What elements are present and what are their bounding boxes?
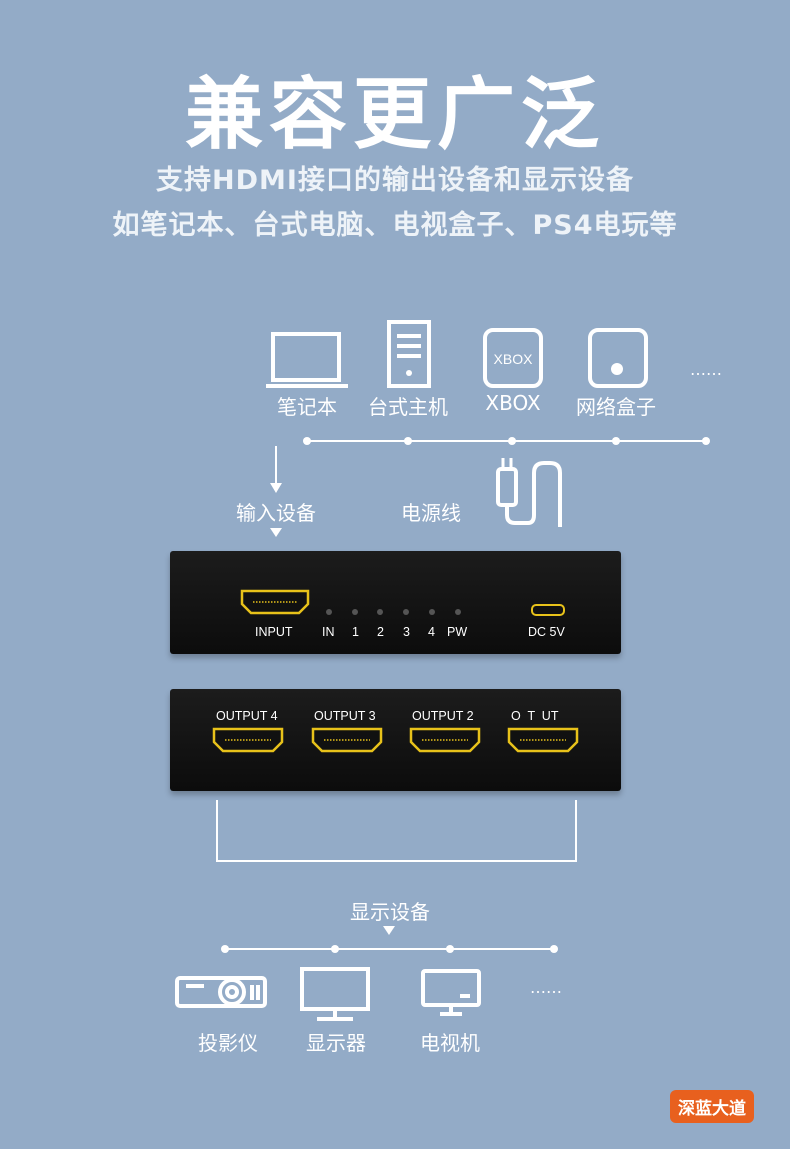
output-label-2: OUTPUT 2 [412, 709, 474, 723]
brand-badge: 深蓝大道 [670, 1090, 754, 1123]
led-indicator [352, 609, 358, 615]
hdmi-output-port-2[interactable] [408, 726, 482, 754]
led-indicator [429, 609, 435, 615]
input-label: 输入设备 [236, 501, 316, 525]
desktop-tower-icon [387, 320, 431, 388]
led-label-4: 4 [428, 625, 435, 639]
tv-icon [421, 969, 481, 1016]
hdmi-input-port[interactable] [239, 588, 311, 616]
down-triangle-icon [270, 528, 282, 537]
input-device-label-netbox: 网络盒子 [576, 395, 656, 419]
display-label: 显示设备 [350, 900, 430, 924]
connector-dot [612, 437, 620, 445]
input-device-label-desktop: 台式主机 [368, 395, 448, 419]
output-label-3: OUTPUT 3 [314, 709, 376, 723]
led-label-2: 2 [377, 625, 384, 639]
led-label-3: 3 [403, 625, 410, 639]
connector-dot [331, 945, 339, 953]
down-arrow-icon [270, 446, 282, 493]
input-connector-line [307, 440, 707, 442]
connector-dot [446, 945, 454, 953]
connector-dot [508, 437, 516, 445]
down-triangle-icon [383, 926, 395, 935]
output-label-1: O T UT [511, 709, 559, 723]
led-label-1: 1 [352, 625, 359, 639]
xbox-icon-text: XBOX [494, 351, 534, 367]
monitor-icon [300, 967, 370, 1021]
led-indicator [377, 609, 383, 615]
hdmi-output-port-1[interactable] [506, 726, 580, 754]
connector-dot [702, 437, 710, 445]
display-device-label-tv: 电视机 [420, 1031, 480, 1055]
hdmi-output-port-3[interactable] [310, 726, 384, 754]
dc-port[interactable] [530, 603, 566, 617]
input-ellipsis: …… [690, 360, 722, 379]
page-title: 兼容更广泛 [184, 70, 605, 160]
display-connector-line [225, 948, 555, 950]
xbox-icon: XBOX [483, 328, 543, 388]
subtitle-line1: 支持HDMI接口的输出设备和显示设备 [156, 165, 634, 196]
power-cable-icon [496, 458, 562, 527]
output-bracket [216, 800, 577, 862]
projector-icon [175, 976, 267, 1008]
led-indicator [326, 609, 332, 615]
led-indicator [455, 609, 461, 615]
subtitle-line2: 如笔记本、台式电脑、电视盒子、PS4电玩等 [112, 210, 678, 241]
connector-dot [550, 945, 558, 953]
output-label-4: OUTPUT 4 [216, 709, 278, 723]
input-device-label-laptop: 笔记本 [277, 395, 337, 419]
display-device-label-monitor: 显示器 [306, 1031, 366, 1055]
laptop-icon [266, 332, 348, 388]
led-indicator [403, 609, 409, 615]
hdmi-output-port-4[interactable] [211, 726, 285, 754]
power-label: 电源线 [401, 501, 461, 525]
network-box-icon [588, 328, 648, 388]
input-device-label-xbox: XBOX [485, 391, 541, 415]
connector-dot [404, 437, 412, 445]
input-port-label: INPUT [255, 625, 293, 639]
dc-label: DC 5V [528, 625, 565, 639]
display-device-label-projector: 投影仪 [198, 1031, 258, 1055]
led-label-in: IN [322, 625, 335, 639]
connector-dot [303, 437, 311, 445]
led-label-pw: PW [447, 625, 468, 639]
display-ellipsis: …… [530, 978, 562, 997]
connector-dot [221, 945, 229, 953]
